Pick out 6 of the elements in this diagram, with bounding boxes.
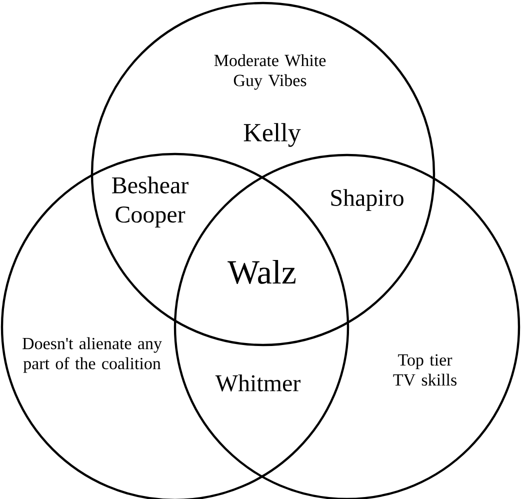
name-label: Kelly bbox=[244, 123, 301, 147]
name-label: Cooper bbox=[116, 206, 186, 228]
name-label: Beshear bbox=[112, 176, 188, 194]
name-label: Walz bbox=[228, 260, 296, 284]
name-label: Shapiro bbox=[331, 189, 404, 211]
name-label: Whitmer bbox=[215, 374, 300, 392]
